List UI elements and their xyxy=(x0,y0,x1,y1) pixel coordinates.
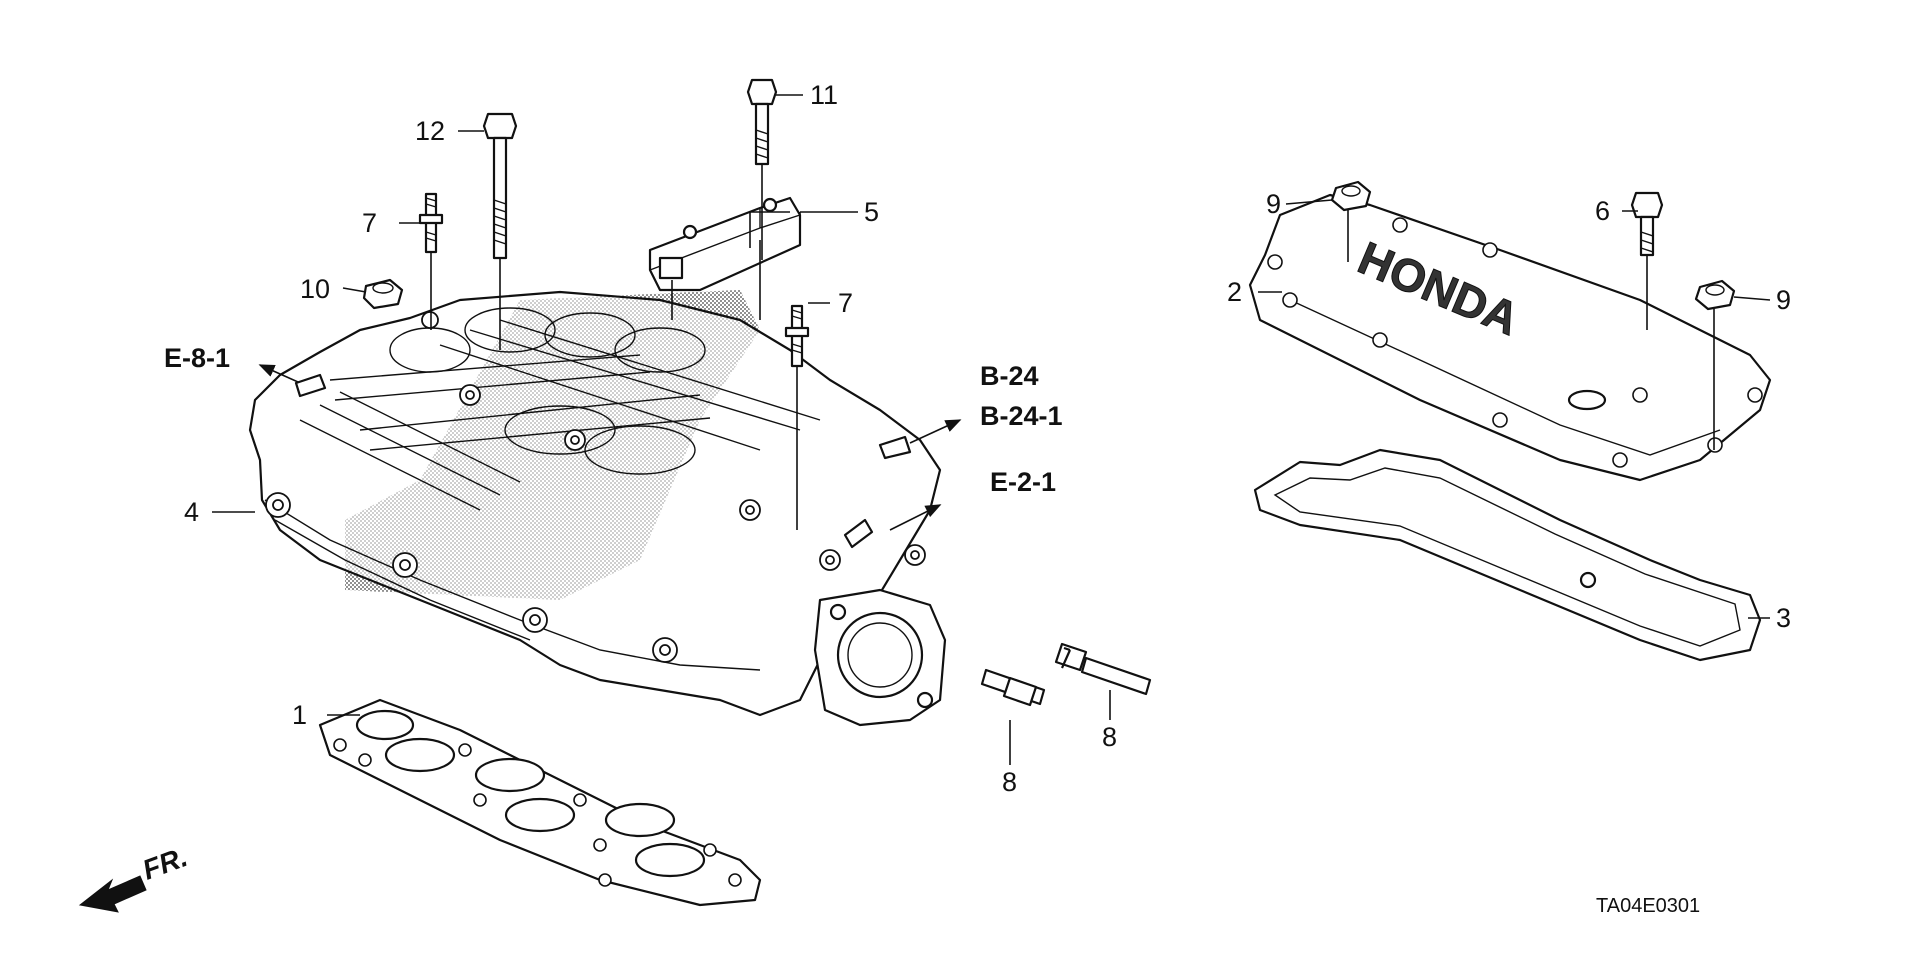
ref-b-24: B-24 xyxy=(980,361,1039,391)
callout-7-right: 7 xyxy=(838,288,853,318)
callout-3: 3 xyxy=(1776,603,1791,633)
intake-manifold xyxy=(248,290,947,727)
callout-1: 1 xyxy=(292,700,307,730)
callout-8-left: 8 xyxy=(1002,767,1017,797)
nut-10 xyxy=(362,278,404,310)
callout-4: 4 xyxy=(184,497,199,527)
leader-lines xyxy=(212,94,1771,765)
ref-e-8-1: E-8-1 xyxy=(164,343,230,373)
stud-8-upper xyxy=(1054,642,1152,696)
stud-7-left xyxy=(418,192,444,254)
callout-10: 10 xyxy=(300,274,330,304)
callout-5: 5 xyxy=(864,197,879,227)
reference-arrows xyxy=(258,364,962,531)
front-label: FR. xyxy=(138,841,191,886)
ref-b-24-1: B-24-1 xyxy=(980,401,1063,431)
callout-7-left: 7 xyxy=(362,208,377,238)
manifold-cover: HONDA xyxy=(1248,193,1772,482)
bolt-6 xyxy=(1630,191,1664,257)
callout-11: 11 xyxy=(810,80,838,110)
stud-8-lower xyxy=(980,668,1046,707)
callout-9-right: 9 xyxy=(1776,285,1791,315)
cover-gasket xyxy=(1253,448,1762,662)
nut-9-left xyxy=(1330,180,1372,212)
front-direction-arrow: FR. xyxy=(78,841,191,913)
stud-7-right xyxy=(784,304,810,368)
nut-9-right xyxy=(1694,279,1736,311)
manifold-gasket xyxy=(318,698,762,907)
callout-2: 2 xyxy=(1227,277,1242,307)
bolt-11 xyxy=(746,78,778,166)
diagram-code: TA04E0301 xyxy=(1596,895,1700,917)
callout-9-left: 9 xyxy=(1266,189,1281,219)
bolt-12 xyxy=(482,112,518,260)
callout-8-right: 8 xyxy=(1102,722,1117,752)
callout-6: 6 xyxy=(1595,196,1610,226)
callout-12: 12 xyxy=(415,116,445,146)
ref-e-2-1: E-2-1 xyxy=(990,467,1056,497)
